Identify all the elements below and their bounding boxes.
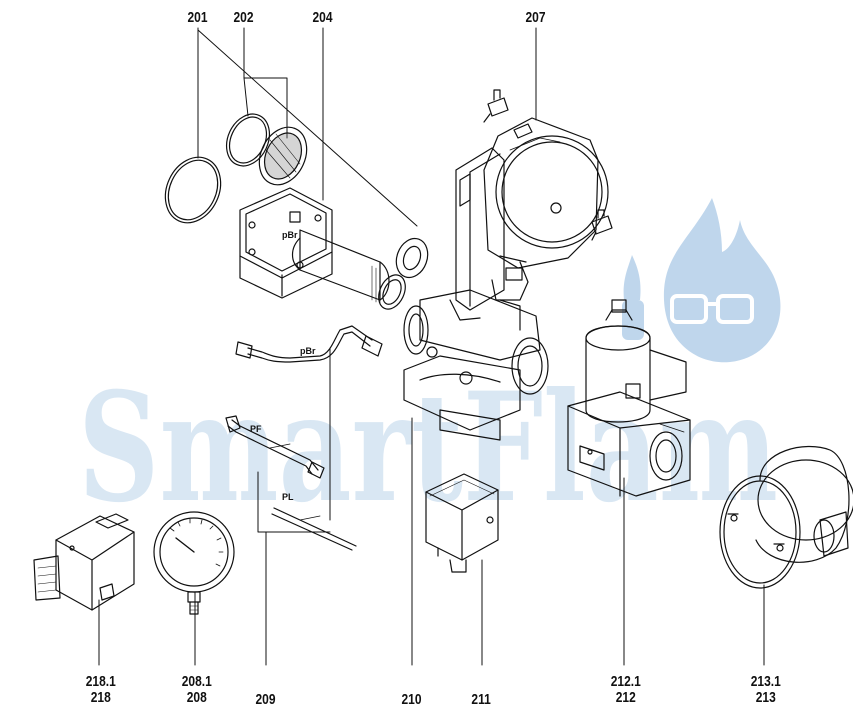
watermark: SmartFlam [78,198,781,536]
label-210: 210 [401,691,422,708]
label-208: 208 [186,689,207,706]
label-212-group: 212.1 212 [611,674,641,706]
servo-actuator-218 [33,513,135,611]
label-218: 218 [90,689,111,706]
leader-209 [257,471,331,666]
pbr-tube: pBr [235,325,383,363]
leader-lines [98,27,765,666]
pressure-gauge-208 [153,511,235,615]
watermark-text: SmartFlam [78,360,778,536]
filter-screen-202 [258,126,308,186]
label-208-group: 208.1 208 [182,674,212,706]
pbr-tube-tag: pBr [300,346,316,356]
pf-tube: PF [225,415,325,479]
o-ring-201 [164,156,222,224]
solenoid-valve-212 [567,299,691,497]
pf-tag: PF [250,424,262,434]
pressure-switch-211 [425,473,499,573]
fitting-nipple-top [483,89,509,123]
watermark-glasses [670,294,754,324]
label-204: 204 [312,9,333,26]
actuator-207 [483,117,609,301]
fitting-nipple-right [591,209,613,241]
label-201: 201 [187,9,208,26]
leader-201 [197,27,418,227]
label-207: 207 [525,9,546,26]
label-218-group: 218.1 218 [86,674,116,706]
label-212-1: 212.1 [610,673,641,690]
label-202: 202 [233,9,254,26]
pl-tube: PL [271,492,357,551]
pl-tag: PL [282,492,294,502]
gasket-ring [395,237,429,279]
label-208-1: 208.1 [181,673,212,690]
label-213-1: 213.1 [750,673,781,690]
valve-body-210 [403,147,549,441]
label-209: 209 [255,691,276,708]
label-211: 211 [471,691,491,708]
pbr-flange-tag: pBr [282,230,298,240]
leader-202 [243,27,288,139]
label-213-group: 213.1 213 [751,674,781,706]
label-212: 212 [615,689,636,706]
label-218-1: 218.1 [85,673,116,690]
watermark-flame-logo [622,198,781,363]
filter-housing-213 [719,446,853,589]
label-213: 213 [755,689,776,706]
inlet-flange-204: pBr [239,187,406,310]
